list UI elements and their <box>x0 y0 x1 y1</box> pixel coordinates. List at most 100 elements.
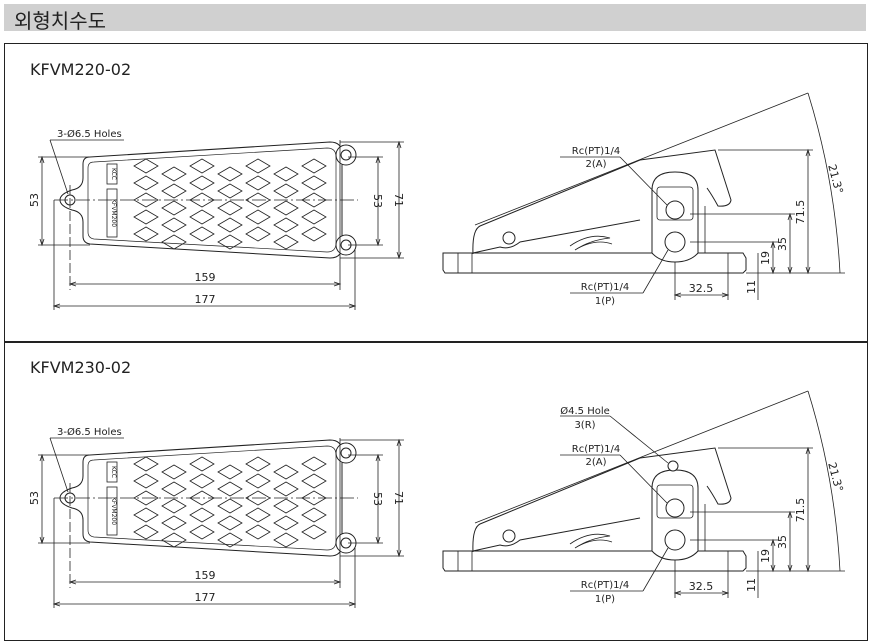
tread-diamond <box>133 507 159 523</box>
tread-diamond <box>245 524 271 540</box>
tread-diamond <box>245 473 271 489</box>
leader-line <box>49 437 69 493</box>
tread-diamond <box>217 481 243 497</box>
dim-width-32-5: 32.5 <box>689 282 714 295</box>
angle-label: 21.3° <box>825 163 845 195</box>
pivot-pin <box>502 529 516 543</box>
tread-diamond <box>273 464 299 480</box>
tread-diamond <box>133 158 159 174</box>
model-label: KFVM220-02 <box>30 60 131 79</box>
arrowheads <box>805 446 811 573</box>
tread-diamond <box>301 456 327 472</box>
dim-height-11: 11 <box>745 578 758 592</box>
tread-diamond <box>217 515 243 531</box>
dim-width-177: 177 <box>195 293 216 306</box>
dim-height-19: 19 <box>759 549 772 563</box>
tread-diamond <box>273 183 299 199</box>
model-plate-text: KFVM200 <box>110 497 117 525</box>
port-a-label: Rc(PT)1/4 <box>572 444 620 455</box>
port-r-label: Ø4.5 Hole <box>560 405 610 417</box>
tread-diamond <box>161 515 187 531</box>
brand-plate <box>106 163 118 185</box>
dim-height-19: 19 <box>759 251 772 265</box>
port-p-port: 1(P) <box>595 296 615 307</box>
tread-diamond <box>189 158 215 174</box>
pedal-body <box>472 447 732 553</box>
model-plate <box>106 486 118 536</box>
arrowheads <box>52 601 357 607</box>
model-label: KFVM230-02 <box>30 358 131 377</box>
tread-diamond <box>301 158 327 174</box>
dim-height-35: 35 <box>776 535 789 549</box>
pedal-inner-outline <box>87 445 337 551</box>
pedal-body <box>472 149 732 255</box>
leader-line <box>642 547 669 592</box>
arrowheads <box>68 281 342 287</box>
port-a-port: 2(A) <box>585 457 606 468</box>
tread-diamond <box>189 209 215 225</box>
arrowheads <box>673 590 730 596</box>
tread-diamond <box>133 192 159 208</box>
tread-diamond <box>189 226 215 242</box>
tread-diamond <box>301 507 327 523</box>
arrowheads <box>396 438 402 558</box>
tread-diamond <box>301 524 327 540</box>
brand-plate <box>106 461 118 483</box>
tread-diamond <box>133 524 159 540</box>
arrowheads <box>375 453 381 545</box>
tread-diamond <box>301 473 327 489</box>
brand-plate-text: KCC <box>110 466 117 478</box>
dim-height-71-5: 71.5 <box>794 498 807 523</box>
pedal-travel-line <box>474 92 809 226</box>
tread-diamond <box>217 234 243 250</box>
valve-window <box>656 186 694 221</box>
tread-diamond <box>273 166 299 182</box>
tread-diamond <box>161 183 187 199</box>
panel-border <box>4 341 868 641</box>
port-r-port: 3(R) <box>574 420 595 431</box>
tread-diamond <box>217 532 243 548</box>
tread-diamond <box>189 507 215 523</box>
pedal-underside <box>472 517 641 552</box>
tread-diamond <box>301 175 327 191</box>
panel-border <box>4 43 868 343</box>
leader-line <box>642 249 669 294</box>
port-p-circle <box>664 529 686 551</box>
tread-diamond <box>301 226 327 242</box>
side-view: 71.535191132.521.3°Rc(PT)1/42(A)Rc(PT)1/… <box>442 390 846 605</box>
port-p-label: Rc(PT)1/4 <box>581 282 629 293</box>
port-p-label: Rc(PT)1/4 <box>581 580 629 591</box>
tread-diamond <box>189 175 215 191</box>
tread-diamond <box>161 498 187 514</box>
port-p-port: 1(P) <box>595 594 615 605</box>
leader-line <box>619 454 668 504</box>
dim-right-53: 53 <box>371 492 384 506</box>
port-p-circle <box>664 231 686 253</box>
pedal-inner-outline <box>87 147 337 253</box>
dim-height-71-5: 71.5 <box>794 200 807 225</box>
valve-body <box>651 171 699 263</box>
tread-diamond <box>217 217 243 233</box>
tread-diamond <box>245 226 271 242</box>
port-a-label: Rc(PT)1/4 <box>572 146 620 157</box>
dim-width-32-5: 32.5 <box>689 580 714 593</box>
tread-diamond <box>133 209 159 225</box>
arrowheads <box>787 212 793 275</box>
arrowheads <box>770 240 776 275</box>
spring <box>569 533 613 549</box>
tread-diamond <box>245 507 271 523</box>
pivot-pin <box>502 231 516 245</box>
tread-diamond <box>273 217 299 233</box>
arrowheads <box>396 140 402 260</box>
tread-diamond <box>217 166 243 182</box>
tread-diamond <box>161 481 187 497</box>
tread-diamond <box>161 532 187 548</box>
mounting-hole <box>340 447 352 459</box>
port-a-circle <box>665 200 685 220</box>
brand-plate-text: KCC <box>110 168 117 180</box>
tread-diamond <box>161 200 187 216</box>
tread-diamond <box>245 209 271 225</box>
